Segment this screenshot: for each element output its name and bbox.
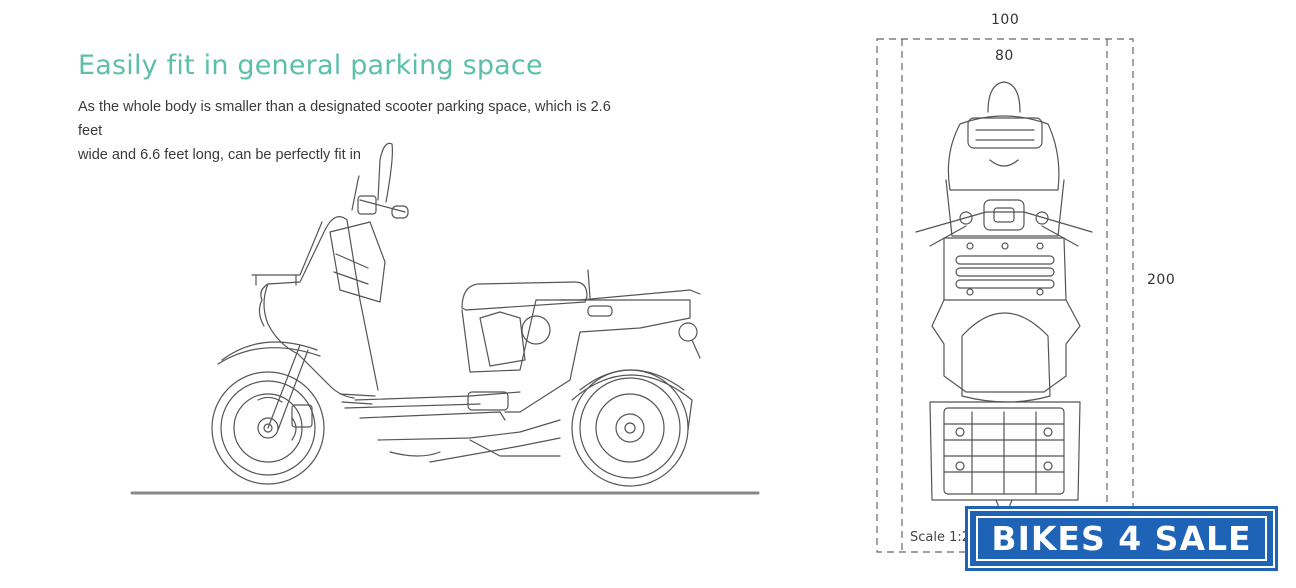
outer-width-label: 100 <box>991 12 1020 28</box>
bikes4sale-watermark-logo: BIKES 4 SALE <box>965 506 1278 571</box>
parking-space-outline <box>876 38 1134 553</box>
scooter-side-view <box>130 142 760 495</box>
watermark-text: BIKES 4 SALE <box>991 519 1252 558</box>
length-label: 200 <box>1147 272 1176 288</box>
scooter-top-view <box>915 81 1093 511</box>
description-line-1: As the whole body is smaller than a desi… <box>78 99 611 139</box>
section-heading: Easily fit in general parking space <box>78 50 543 81</box>
section-description: As the whole body is smaller than a desi… <box>78 95 638 167</box>
description-line-2: wide and 6.6 feet long, can be perfectly… <box>78 147 361 163</box>
scale-label: Scale 1:2 <box>910 530 971 545</box>
inner-width-label: 80 <box>995 48 1014 64</box>
